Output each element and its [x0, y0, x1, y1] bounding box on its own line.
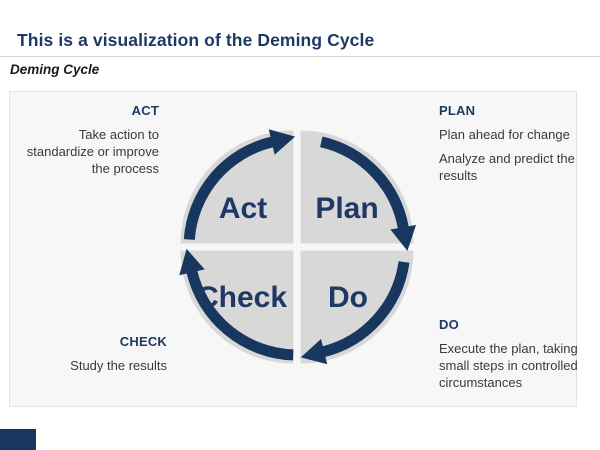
annotation-plan-body1: Plan ahead for change	[439, 127, 570, 142]
annotation-act-body: Take action to standardize or improve th…	[26, 127, 159, 176]
annotation-act-heading: ACT	[131, 103, 159, 118]
annotation-plan-heading: PLAN	[439, 103, 476, 118]
annotation-do-body: Execute the plan, taking small steps in …	[439, 341, 578, 390]
footer-accent-bar	[0, 429, 36, 450]
annotation-do-heading: DO	[439, 317, 459, 332]
annotation-check-heading: CHECK	[119, 334, 167, 349]
annotation-act: ACT Take action to standardize or improv…	[19, 102, 159, 177]
annotation-plan-body2: Analyze and predict the results	[439, 151, 575, 183]
report-object-title: Deming Cycle	[10, 62, 100, 77]
annotation-check-body: Study the results	[70, 358, 167, 373]
annotation-check: CHECK Study the results	[19, 333, 167, 374]
title-divider	[0, 56, 600, 57]
annotation-do: DO Execute the plan, taking small steps …	[439, 316, 594, 391]
annotation-plan: PLAN Plan ahead for change Analyze and p…	[439, 102, 594, 184]
page-title: This is a visualization of the Deming Cy…	[17, 30, 375, 50]
